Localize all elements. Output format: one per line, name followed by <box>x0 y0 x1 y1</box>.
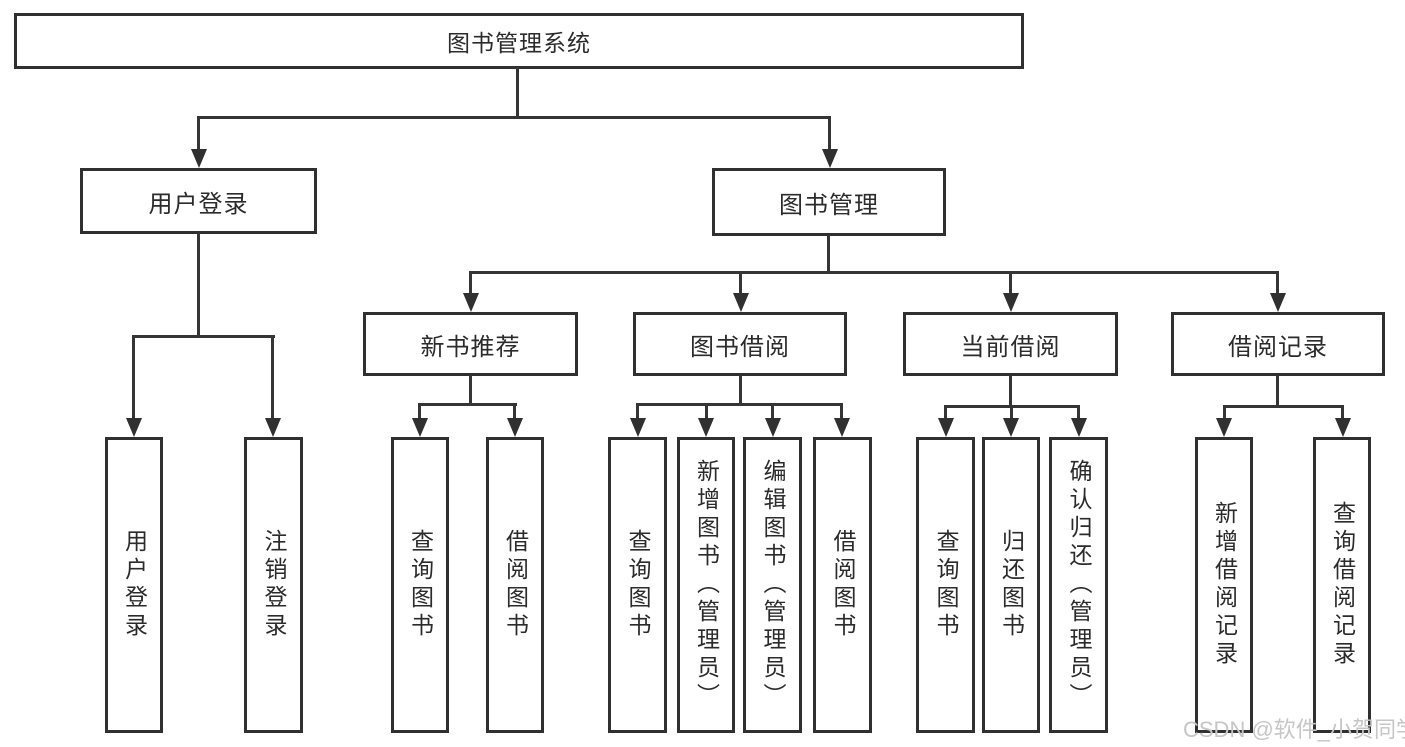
node-new-book-recommend: 新书推荐 <box>363 312 578 376</box>
arrowhead-icon <box>1003 293 1019 312</box>
connector-line <box>469 271 1279 274</box>
node-new-book-recommend-label: 新书推荐 <box>420 333 521 361</box>
node-user-login: 用户登录 <box>80 168 317 234</box>
leaf-add-borrow-record: 新增借阅记录 <box>1195 437 1253 733</box>
connector-line <box>469 271 472 295</box>
connector-line <box>636 403 639 420</box>
connector-line <box>1009 271 1012 295</box>
node-user-login-label: 用户登录 <box>148 190 249 218</box>
leaf-confirm-return-admin: 确认归还（管理员） <box>1049 437 1108 733</box>
leaf-current-query-books-label: 查询图书 <box>933 529 959 641</box>
leaf-recommend-borrow-books: 借阅图书 <box>486 437 544 733</box>
connector-line <box>827 235 830 274</box>
arrowhead-icon <box>507 418 523 437</box>
connector-line <box>828 116 831 152</box>
leaf-borrow-query-books-label: 查询图书 <box>625 529 651 641</box>
arrowhead-icon <box>630 418 646 437</box>
connector-line <box>636 403 843 406</box>
watermark: CSDN @软件_小贺同学 <box>1183 717 1405 742</box>
leaf-user-login: 用户登录 <box>105 437 163 733</box>
connector-line <box>418 403 421 420</box>
leaf-recommend-query-books: 查询图书 <box>391 437 449 733</box>
connector-line <box>1341 405 1344 420</box>
leaf-recommend-borrow-books-label: 借阅图书 <box>502 529 529 641</box>
leaf-confirm-return-admin-label: 确认归还（管理员） <box>1066 459 1092 711</box>
leaf-user-login-label: 用户登录 <box>121 529 148 641</box>
connector-line <box>1223 405 1344 408</box>
leaf-recommend-query-books-label: 查询图书 <box>407 529 434 641</box>
connector-line <box>944 405 947 420</box>
arrowhead-icon <box>1270 293 1286 312</box>
connector-line <box>469 375 472 406</box>
leaf-logout-label: 注销登录 <box>261 529 287 641</box>
leaf-current-query-books: 查询图书 <box>916 437 975 733</box>
connector-line <box>516 67 519 119</box>
arrowhead-icon <box>1335 418 1351 437</box>
connector-line <box>739 271 742 295</box>
arrowhead-icon <box>1216 418 1232 437</box>
connector-line <box>840 403 843 420</box>
arrowhead-icon <box>463 293 479 312</box>
arrowhead-icon <box>834 418 850 437</box>
node-root-label: 图书管理系统 <box>447 30 591 56</box>
connector-line <box>1276 375 1279 408</box>
leaf-query-borrow-record: 查询借阅记录 <box>1313 437 1371 733</box>
leaf-borrow-book: 借阅图书 <box>813 437 872 733</box>
arrowhead-icon <box>126 418 142 437</box>
leaf-edit-book-admin-label: 编辑图书（管理员） <box>760 459 786 711</box>
node-book-management-label: 图书管理 <box>779 191 879 219</box>
connector-line <box>197 233 200 337</box>
connector-line <box>132 335 135 421</box>
connector-line <box>513 403 516 420</box>
connector-line <box>197 116 831 119</box>
leaf-return-book-label: 归还图书 <box>998 529 1025 641</box>
node-book-management: 图书管理 <box>712 168 946 236</box>
leaf-borrow-book-label: 借阅图书 <box>830 529 856 641</box>
node-book-borrow: 图书借阅 <box>633 312 847 376</box>
arrowhead-icon <box>265 418 281 437</box>
arrowhead-icon <box>698 418 714 437</box>
leaf-return-book: 归还图书 <box>982 437 1040 733</box>
node-root: 图书管理系统 <box>14 13 1024 69</box>
connector-line <box>1009 375 1012 408</box>
arrowhead-icon <box>822 149 838 168</box>
arrowhead-icon <box>1003 418 1019 437</box>
connector-line <box>1223 405 1226 420</box>
arrowhead-icon <box>733 293 749 312</box>
leaf-borrow-query-books: 查询图书 <box>608 437 667 733</box>
connector-line <box>271 335 274 421</box>
connector-line <box>418 403 517 406</box>
arrowhead-icon <box>191 149 207 168</box>
arrowhead-icon <box>938 418 954 437</box>
connector-line <box>771 403 774 420</box>
leaf-add-borrow-record-label: 新增借阅记录 <box>1211 501 1238 669</box>
node-current-borrow: 当前借阅 <box>903 312 1118 376</box>
connector-line <box>1010 405 1013 420</box>
leaf-edit-book-admin: 编辑图书（管理员） <box>743 437 802 733</box>
arrowhead-icon <box>765 418 781 437</box>
connector-line <box>132 335 275 338</box>
node-borrow-records: 借阅记录 <box>1171 312 1385 376</box>
connector-line <box>1276 271 1279 295</box>
arrowhead-icon <box>1071 418 1087 437</box>
connector-line <box>1077 405 1080 420</box>
connector-line <box>739 375 742 406</box>
leaf-query-borrow-record-label: 查询借阅记录 <box>1329 501 1356 669</box>
node-borrow-records-label: 借阅记录 <box>1228 333 1328 361</box>
node-current-borrow-label: 当前借阅 <box>960 333 1061 361</box>
leaf-add-book-admin-label: 新增图书（管理员） <box>693 459 720 711</box>
leaf-logout: 注销登录 <box>244 437 303 733</box>
node-book-borrow-label: 图书借阅 <box>690 333 790 361</box>
connector-line <box>705 403 708 420</box>
arrowhead-icon <box>412 418 428 437</box>
connector-line <box>197 116 200 152</box>
leaf-add-book-admin: 新增图书（管理员） <box>677 437 735 733</box>
